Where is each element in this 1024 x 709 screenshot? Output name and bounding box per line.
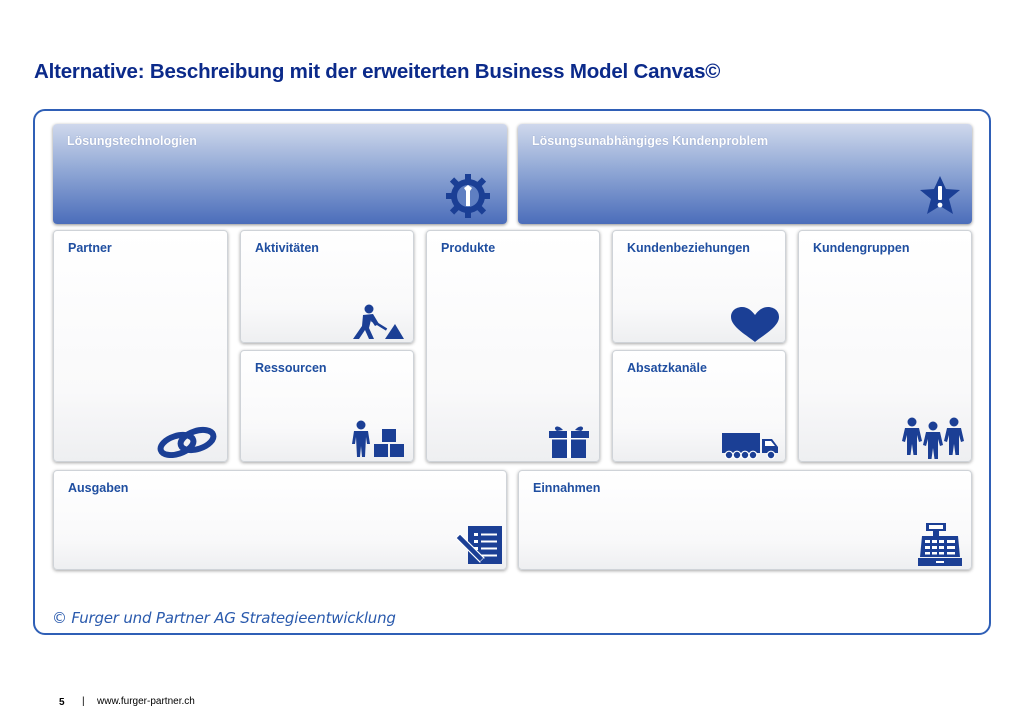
box-label-partner: Partner [68, 241, 112, 255]
box-label-ressourcen: Ressourcen [255, 361, 327, 375]
box-label-loesungstechnologien: Lösungstechnologien [67, 134, 197, 148]
copyright-notice: © Furger und Partner AG Strategieentwick… [52, 609, 396, 627]
box-kundengruppen[interactable]: Kundengruppen [798, 230, 972, 462]
page-number: 5 [59, 697, 65, 708]
people-group-icon [902, 417, 964, 459]
truck-icon [722, 433, 778, 460]
cash-register-icon [918, 523, 962, 566]
box-label-einnahmen: Einnahmen [533, 481, 601, 495]
box-label-aktivitaeten: Aktivitäten [255, 241, 319, 255]
box-kundenproblem[interactable]: Lösungsunabhängiges Kundenproblem [518, 124, 972, 224]
footer-url[interactable]: www.furger-partner.ch [97, 696, 195, 707]
gear-wrench-icon [446, 174, 490, 218]
box-label-absatzkanaele: Absatzkanäle [627, 361, 707, 375]
heart-icon [731, 307, 779, 342]
footer-separator: | [82, 696, 85, 707]
gift-icon [549, 426, 589, 458]
chain-link-icon [157, 426, 217, 458]
box-label-ausgaben: Ausgaben [68, 481, 129, 495]
box-ressourcen[interactable]: Ressourcen [240, 350, 414, 462]
box-aktivitaeten[interactable]: Aktivitäten [240, 230, 414, 343]
box-absatzkanaele[interactable]: Absatzkanäle [612, 350, 786, 462]
star-exclamation-icon [920, 176, 960, 214]
box-ausgaben[interactable]: Ausgaben [53, 470, 507, 570]
box-label-kundengruppen: Kundengruppen [813, 241, 910, 255]
document-pen-icon [455, 526, 502, 564]
box-label-kundenproblem: Lösungsunabhängiges Kundenproblem [532, 134, 769, 148]
person-boxes-icon [352, 420, 404, 457]
box-produkte[interactable]: Produkte [426, 230, 600, 462]
box-loesungstechnologien[interactable]: Lösungstechnologien [53, 124, 507, 224]
box-label-kundenbeziehungen: Kundenbeziehungen [627, 241, 750, 255]
box-label-produkte: Produkte [441, 241, 496, 255]
slide-title: Alternative: Beschreibung mit der erweit… [34, 60, 721, 83]
box-einnahmen[interactable]: Einnahmen [518, 470, 972, 570]
box-partner[interactable]: Partner [53, 230, 228, 462]
worker-shovel-icon [353, 304, 404, 339]
